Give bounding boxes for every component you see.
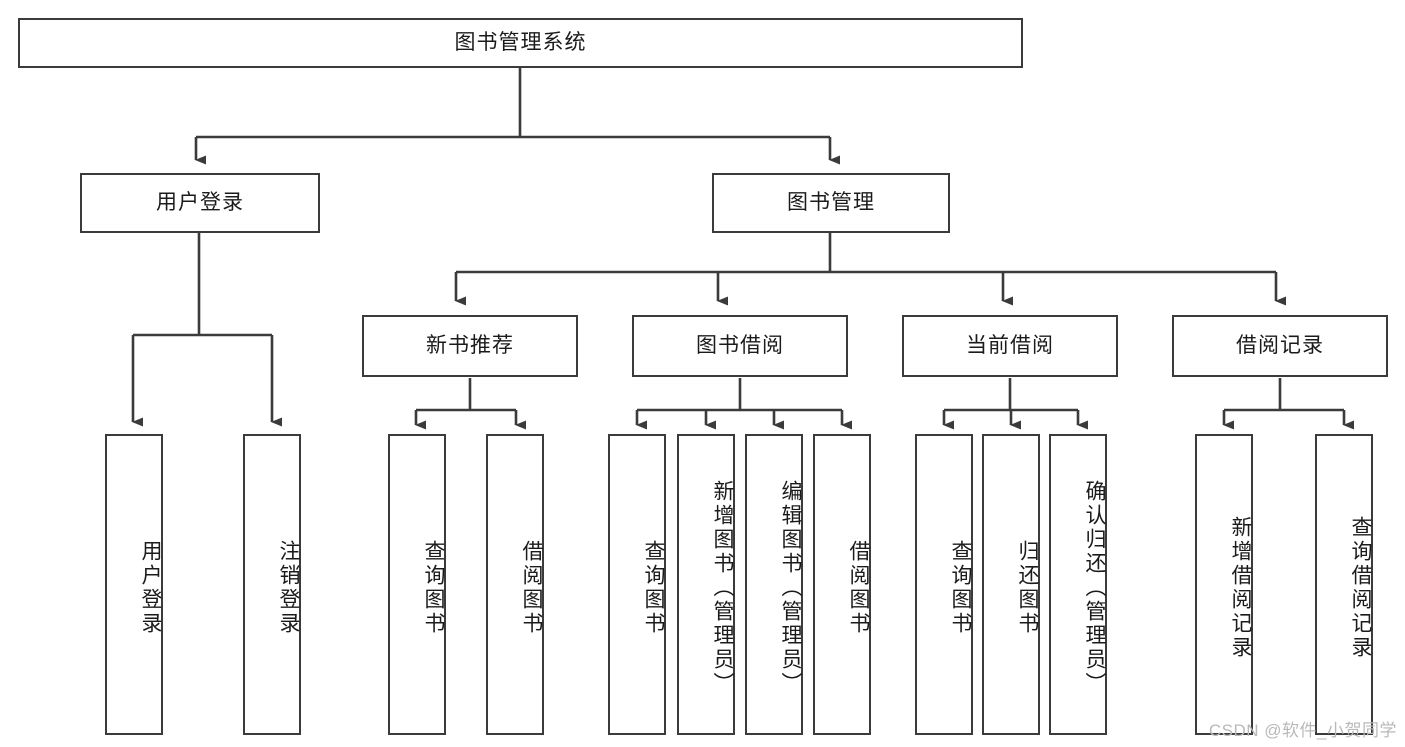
- node-label: 新增图书（管理员）: [711, 479, 734, 696]
- leaf-record-query[interactable]: 查询借阅记录: [1315, 434, 1373, 735]
- node-root-book-management-system[interactable]: 图书管理系统: [18, 18, 1023, 68]
- watermark: CSDN @软件_小贺同学: [1208, 721, 1397, 740]
- node-label: 编辑图书（管理员）: [779, 479, 802, 696]
- leaf-user-login-signin[interactable]: 用户登录: [105, 434, 163, 735]
- node-label: 确认归还（管理员）: [1083, 479, 1106, 696]
- node-label: 借阅图书: [520, 539, 543, 636]
- leaf-user-login-signout[interactable]: 注销登录: [243, 434, 301, 735]
- leaf-record-add[interactable]: 新增借阅记录: [1195, 434, 1253, 735]
- node-label: 图书借阅: [696, 334, 784, 358]
- node-label: 当前借阅: [966, 334, 1054, 358]
- leaf-borrow-query-book[interactable]: 查询图书: [608, 434, 666, 735]
- leaf-borrow-edit-book-admin[interactable]: 编辑图书（管理员）: [745, 434, 803, 735]
- leaf-borrow-borrow-book[interactable]: 借阅图书: [813, 434, 871, 735]
- node-user-login[interactable]: 用户登录: [80, 173, 320, 233]
- node-label: 新增借阅记录: [1229, 515, 1252, 660]
- node-label: 查询图书: [949, 539, 972, 636]
- leaf-current-confirm-return-admin[interactable]: 确认归还（管理员）: [1049, 434, 1107, 735]
- node-current-borrow[interactable]: 当前借阅: [902, 315, 1118, 377]
- node-label: 图书管理系统: [454, 31, 587, 55]
- leaf-borrow-add-book-admin[interactable]: 新增图书（管理员）: [677, 434, 735, 735]
- leaf-current-return-book[interactable]: 归还图书: [982, 434, 1040, 735]
- leaf-current-query-book[interactable]: 查询图书: [915, 434, 973, 735]
- node-borrow-record[interactable]: 借阅记录: [1172, 315, 1388, 377]
- node-label: 新书推荐: [426, 334, 514, 358]
- node-label: 查询图书: [422, 539, 445, 636]
- node-label: 查询图书: [642, 539, 665, 636]
- node-book-borrow[interactable]: 图书借阅: [632, 315, 848, 377]
- node-label: 借阅记录: [1236, 334, 1324, 358]
- node-label: 用户登录: [139, 539, 162, 636]
- leaf-new-book-query[interactable]: 查询图书: [388, 434, 446, 735]
- node-label: 用户登录: [156, 191, 244, 215]
- node-label: 借阅图书: [847, 539, 870, 636]
- node-book-management[interactable]: 图书管理: [712, 173, 950, 233]
- node-label: 归还图书: [1016, 539, 1039, 636]
- node-new-book-recommend[interactable]: 新书推荐: [362, 315, 578, 377]
- node-label: 注销登录: [277, 539, 300, 636]
- node-label: 图书管理: [787, 191, 875, 215]
- node-label: 查询借阅记录: [1349, 515, 1372, 660]
- leaf-new-book-borrow[interactable]: 借阅图书: [486, 434, 544, 735]
